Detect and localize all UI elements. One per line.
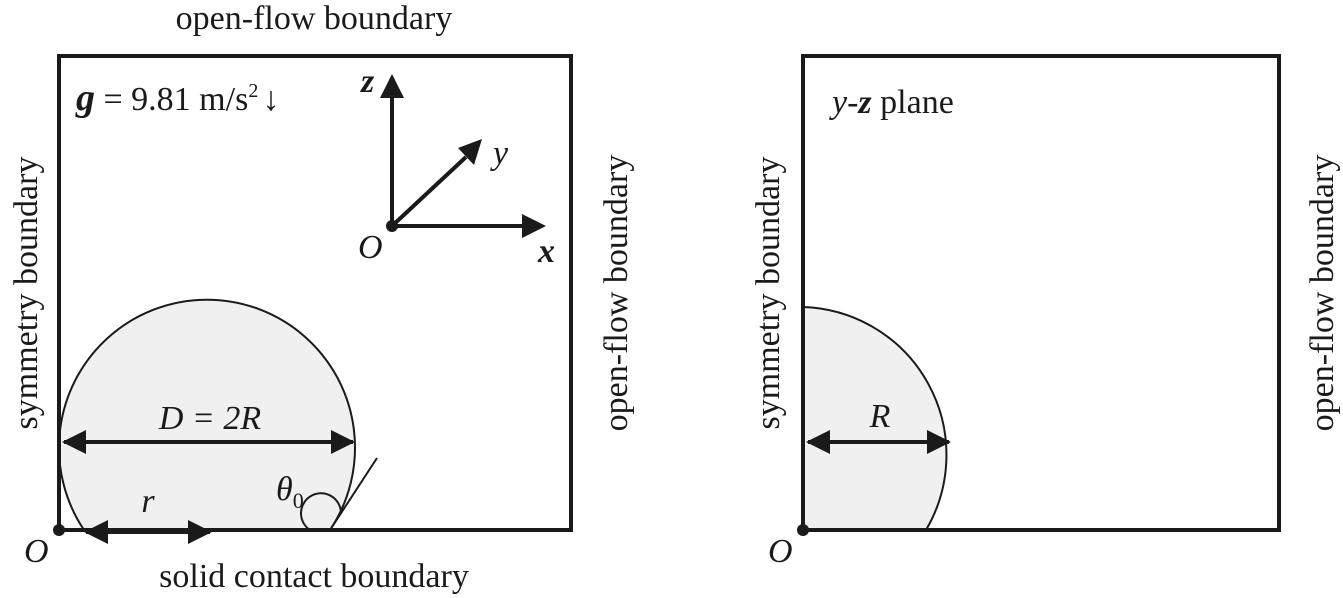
diameter-label: D = 2R	[158, 400, 261, 437]
domain-box-right	[801, 54, 1281, 532]
y-axis	[390, 155, 468, 228]
axes-origin-dot	[386, 220, 398, 232]
plane-label-var1: y	[829, 84, 848, 121]
origin-dot-left	[53, 524, 65, 536]
left-boundary-label: symmetry boundary	[8, 157, 45, 430]
contact-radius-arrowhead-right	[188, 520, 212, 544]
diameter-arrowhead-left	[62, 430, 86, 454]
origin-label-right: O	[768, 533, 793, 570]
coordinate-axes	[380, 74, 546, 238]
origin-dot-right	[797, 524, 809, 536]
radius-arrowhead-left	[806, 430, 830, 454]
left-panel: open-flow boundary solid contact boundar…	[8, 0, 635, 595]
right-panel-right-boundary-label: open-flow boundary	[1304, 155, 1341, 432]
contact-angle-label: θ0	[276, 471, 304, 513]
plane-label-rest: plane	[872, 84, 954, 121]
contact-angle-tangent	[329, 457, 378, 531]
right-panel-left-boundary-label: symmetry boundary	[750, 157, 787, 430]
contact-radius-label: r	[141, 483, 155, 520]
radius-arrowhead-right	[927, 430, 951, 454]
droplet-right	[802, 305, 948, 531]
x-axis-label: x	[537, 233, 555, 270]
bottom-boundary-label: solid contact boundary	[159, 558, 469, 595]
radius-label: R	[869, 398, 891, 435]
x-axis-arrowhead	[522, 214, 546, 238]
gravity-value: = 9.81 m/s	[95, 81, 248, 118]
plane-label-var2: z	[857, 84, 872, 121]
contact-radius-arrowhead-left	[84, 520, 108, 544]
plane-label-dash: -	[847, 84, 858, 121]
gravity-arrow: ↓	[262, 81, 279, 118]
z-axis-arrowhead	[380, 74, 404, 98]
gravity-symbol: g	[75, 77, 95, 119]
y-axis-label: y	[490, 135, 509, 172]
gravity-exponent: 2	[248, 80, 258, 102]
right-boundary-label: open-flow boundary	[598, 155, 635, 432]
contact-angle-arc	[300, 492, 342, 531]
plane-label: y-z plane	[829, 84, 954, 121]
diameter-arrowhead-right	[331, 430, 355, 454]
axes-origin-label: O	[358, 229, 383, 266]
y-axis-arrowhead	[458, 139, 482, 165]
origin-label-left: O	[24, 533, 49, 570]
gravity-label: g = 9.81 m/s2↓	[75, 77, 279, 119]
contact-angle-symbol: θ	[276, 471, 293, 508]
right-panel: y-z plane symmetry boundary open-flow bo…	[750, 54, 1341, 570]
top-boundary-label: open-flow boundary	[176, 0, 453, 37]
contact-angle-subscript: 0	[293, 488, 304, 513]
domain-box-left	[57, 54, 573, 532]
z-axis-label: z	[360, 63, 375, 100]
